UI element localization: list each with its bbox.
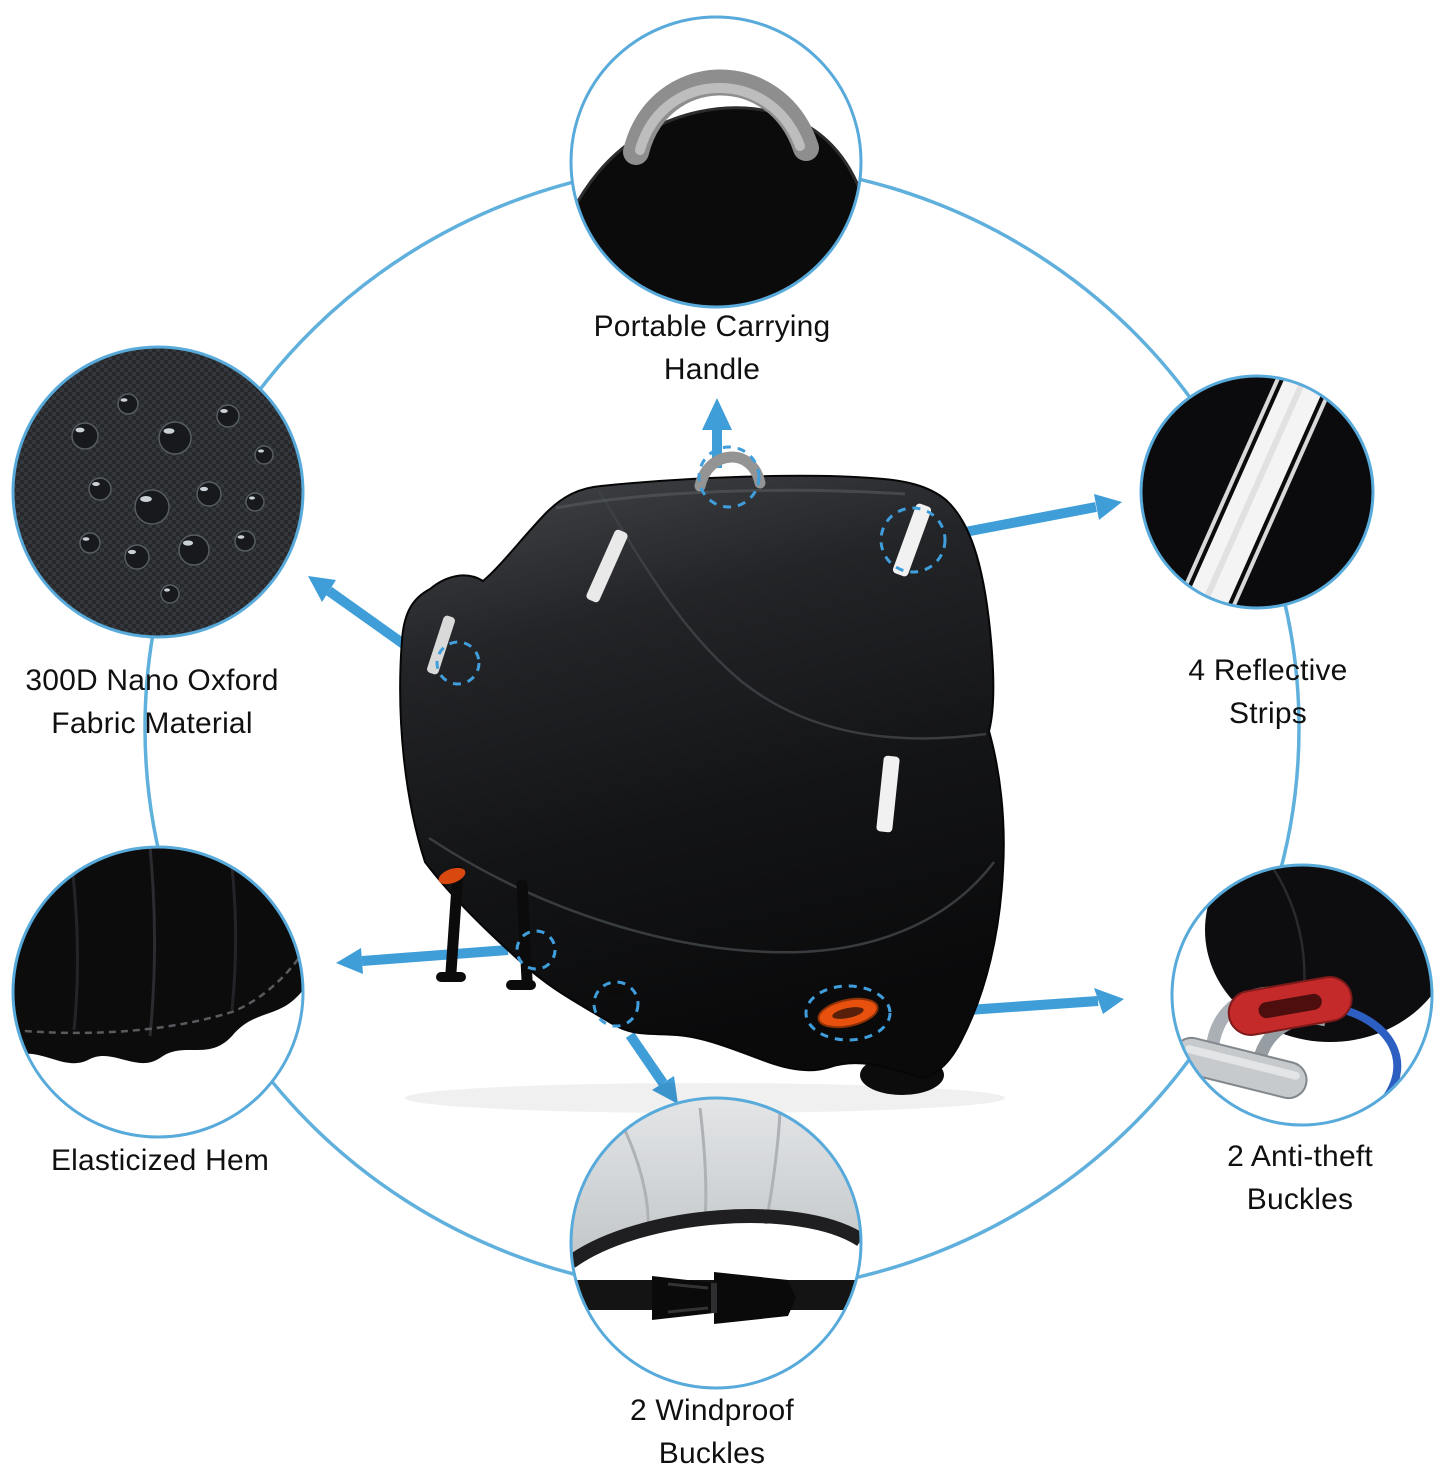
reflective-strip-closeup-icon — [1139, 374, 1375, 610]
feature-markers — [435, 445, 947, 1042]
arrow-to-anti-theft-buckles-icon — [967, 988, 1124, 1015]
front-strap-icon — [438, 867, 466, 885]
arrow-to-fabric-material-icon — [308, 576, 415, 655]
elasticized-hem-closeup-icon — [11, 845, 305, 1139]
carrying-handle-closeup-icon — [569, 15, 863, 309]
anti-theft-buckle-icon — [817, 997, 879, 1029]
arrow-to-windproof-buckles-icon — [625, 1032, 678, 1104]
kickstand-legs — [436, 866, 536, 990]
oxford-fabric-closeup-icon — [11, 345, 305, 639]
windproof-buckle-closeup-icon — [569, 1096, 863, 1390]
arrow-to-elasticized-hem-icon — [336, 945, 509, 974]
product-cover-illustration — [399, 445, 1005, 1113]
cover-handle-icon — [694, 451, 766, 492]
reflective-strip-icon — [427, 503, 932, 833]
anti-theft-buckle-closeup-icon — [1170, 863, 1434, 1127]
arrow-to-reflective-strips-icon — [964, 494, 1122, 537]
